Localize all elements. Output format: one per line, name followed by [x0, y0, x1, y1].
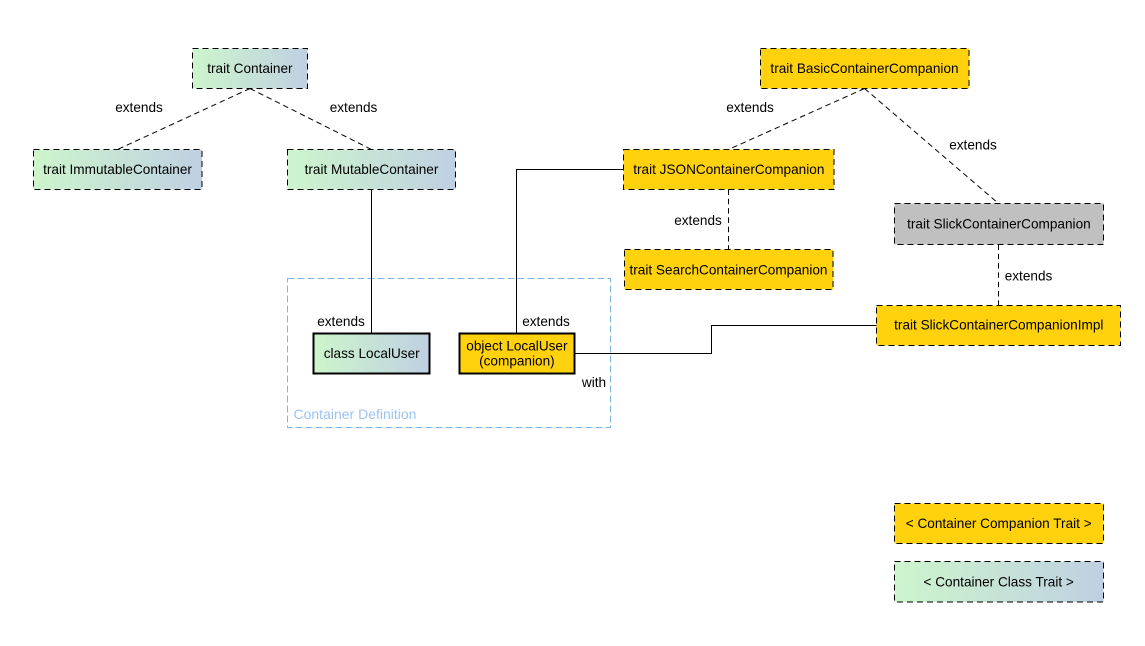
svg-text:extends: extends — [674, 213, 722, 228]
svg-text:trait ImmutableContainer: trait ImmutableContainer — [43, 162, 192, 177]
svg-text:extends: extends — [949, 137, 997, 152]
svg-text:extends: extends — [115, 100, 163, 115]
svg-text:trait BasicContainerCompanion: trait BasicContainerCompanion — [770, 61, 958, 76]
svg-text:< Container Companion Trait >: < Container Companion Trait > — [906, 516, 1092, 531]
svg-text:with: with — [581, 375, 606, 390]
svg-text:(companion): (companion) — [479, 354, 555, 369]
svg-text:extends: extends — [726, 100, 774, 115]
svg-text:extends: extends — [522, 314, 570, 329]
svg-text:trait MutableContainer: trait MutableContainer — [305, 162, 439, 177]
svg-text:trait JSONContainerCompanion: trait JSONContainerCompanion — [633, 162, 824, 177]
svg-text:object LocalUser: object LocalUser — [466, 339, 568, 354]
svg-text:extends: extends — [1005, 269, 1053, 284]
svg-text:class LocalUser: class LocalUser — [324, 346, 420, 361]
svg-text:< Container Class Trait >: < Container Class Trait > — [924, 575, 1074, 590]
svg-text:extends: extends — [330, 100, 378, 115]
svg-text:trait Container: trait Container — [207, 61, 293, 76]
svg-text:Container Definition: Container Definition — [294, 406, 417, 422]
svg-text:trait SlickContainerCompanionI: trait SlickContainerCompanionImpl — [894, 318, 1103, 333]
svg-text:trait SlickContainerCompanion: trait SlickContainerCompanion — [907, 217, 1091, 232]
svg-text:trait SearchContainerCompanion: trait SearchContainerCompanion — [630, 263, 828, 278]
svg-text:extends: extends — [317, 314, 365, 329]
